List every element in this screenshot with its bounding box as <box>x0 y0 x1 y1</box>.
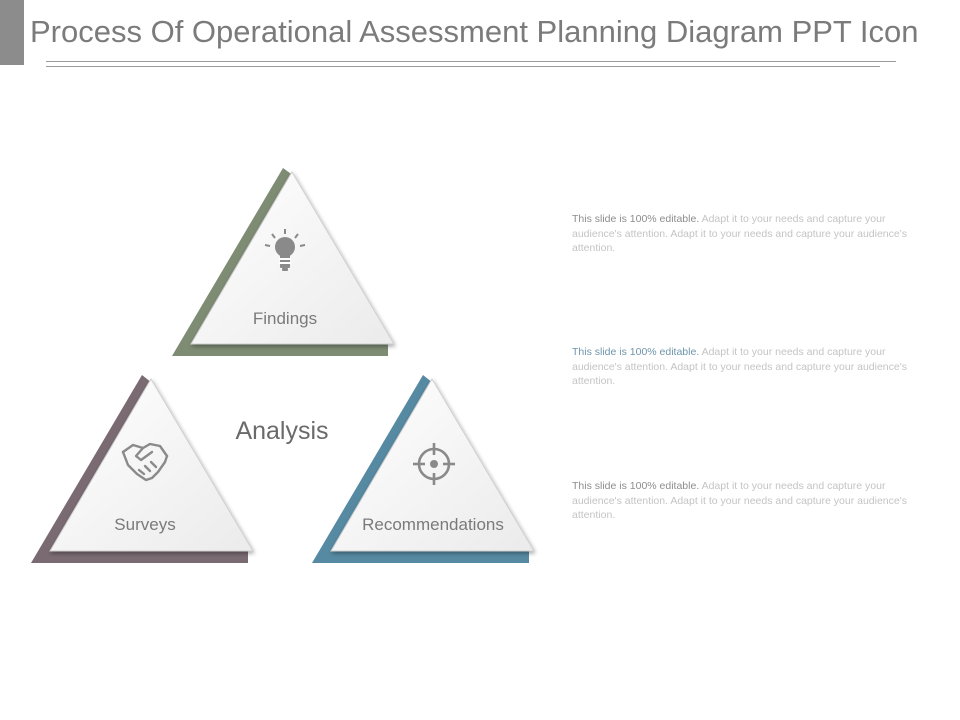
description-block: This slide is 100% editable. Adapt it to… <box>572 212 932 256</box>
triangle-surveys-face <box>49 378 254 552</box>
title-divider-secondary <box>46 66 880 67</box>
description-block: This slide is 100% editable. Adapt it to… <box>572 479 932 523</box>
description-lead: This slide is 100% editable. <box>572 213 700 225</box>
triangle-surveys: Surveys <box>31 375 254 563</box>
handshake-icon <box>121 442 169 482</box>
description-lead: This slide is 100% editable. <box>572 346 700 358</box>
lightbulb-icon <box>264 229 306 271</box>
triangle-findings: Findings <box>172 168 395 356</box>
title-divider <box>46 61 896 62</box>
description-block: This slide is 100% editable. Adapt it to… <box>572 345 932 389</box>
slide-title: Process Of Operational Assessment Planni… <box>30 14 919 49</box>
triangle-surveys-label: Surveys <box>114 515 175 534</box>
description-body: Adapt it to your needs and capture your … <box>572 346 907 387</box>
target-icon <box>413 443 455 485</box>
title-accent-bar <box>0 0 24 65</box>
description-body: Adapt it to your needs and capture your … <box>572 213 907 254</box>
triangle-findings-label: Findings <box>253 309 317 328</box>
triangle-recommendations: Recommendations <box>312 375 535 563</box>
triangle-recommendations-label: Recommendations <box>362 515 504 534</box>
center-label: Analysis <box>235 417 328 445</box>
description-lead: This slide is 100% editable. <box>572 480 700 492</box>
triangle-findings-face <box>190 171 395 345</box>
description-body: Adapt it to your needs and capture your … <box>572 480 907 521</box>
